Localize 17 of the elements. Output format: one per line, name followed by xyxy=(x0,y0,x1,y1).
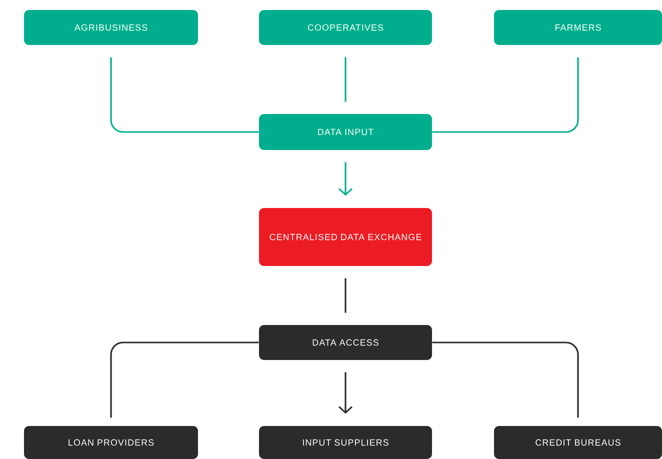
user-box: INPUT SUPPLIERS xyxy=(259,426,432,459)
source-box: FARMERS xyxy=(494,10,662,45)
source-box: AGRIBUSINESS xyxy=(24,10,198,45)
connector xyxy=(344,278,346,313)
connector xyxy=(110,57,259,133)
connector xyxy=(110,342,259,418)
user-box: LOAN PROVIDERS xyxy=(24,426,198,459)
user-box: CREDIT BUREAUS xyxy=(494,426,662,459)
connector xyxy=(338,162,353,196)
connector xyxy=(432,342,579,418)
connector xyxy=(338,372,353,414)
process-box: DATA ACCESS xyxy=(259,325,432,360)
source-box: COOPERATIVES xyxy=(259,10,432,45)
process-box: DATA INPUT xyxy=(259,114,432,150)
exchange-box: CENTRALISED DATA EXCHANGE xyxy=(259,208,432,266)
connector xyxy=(432,57,579,133)
connector xyxy=(344,57,346,102)
